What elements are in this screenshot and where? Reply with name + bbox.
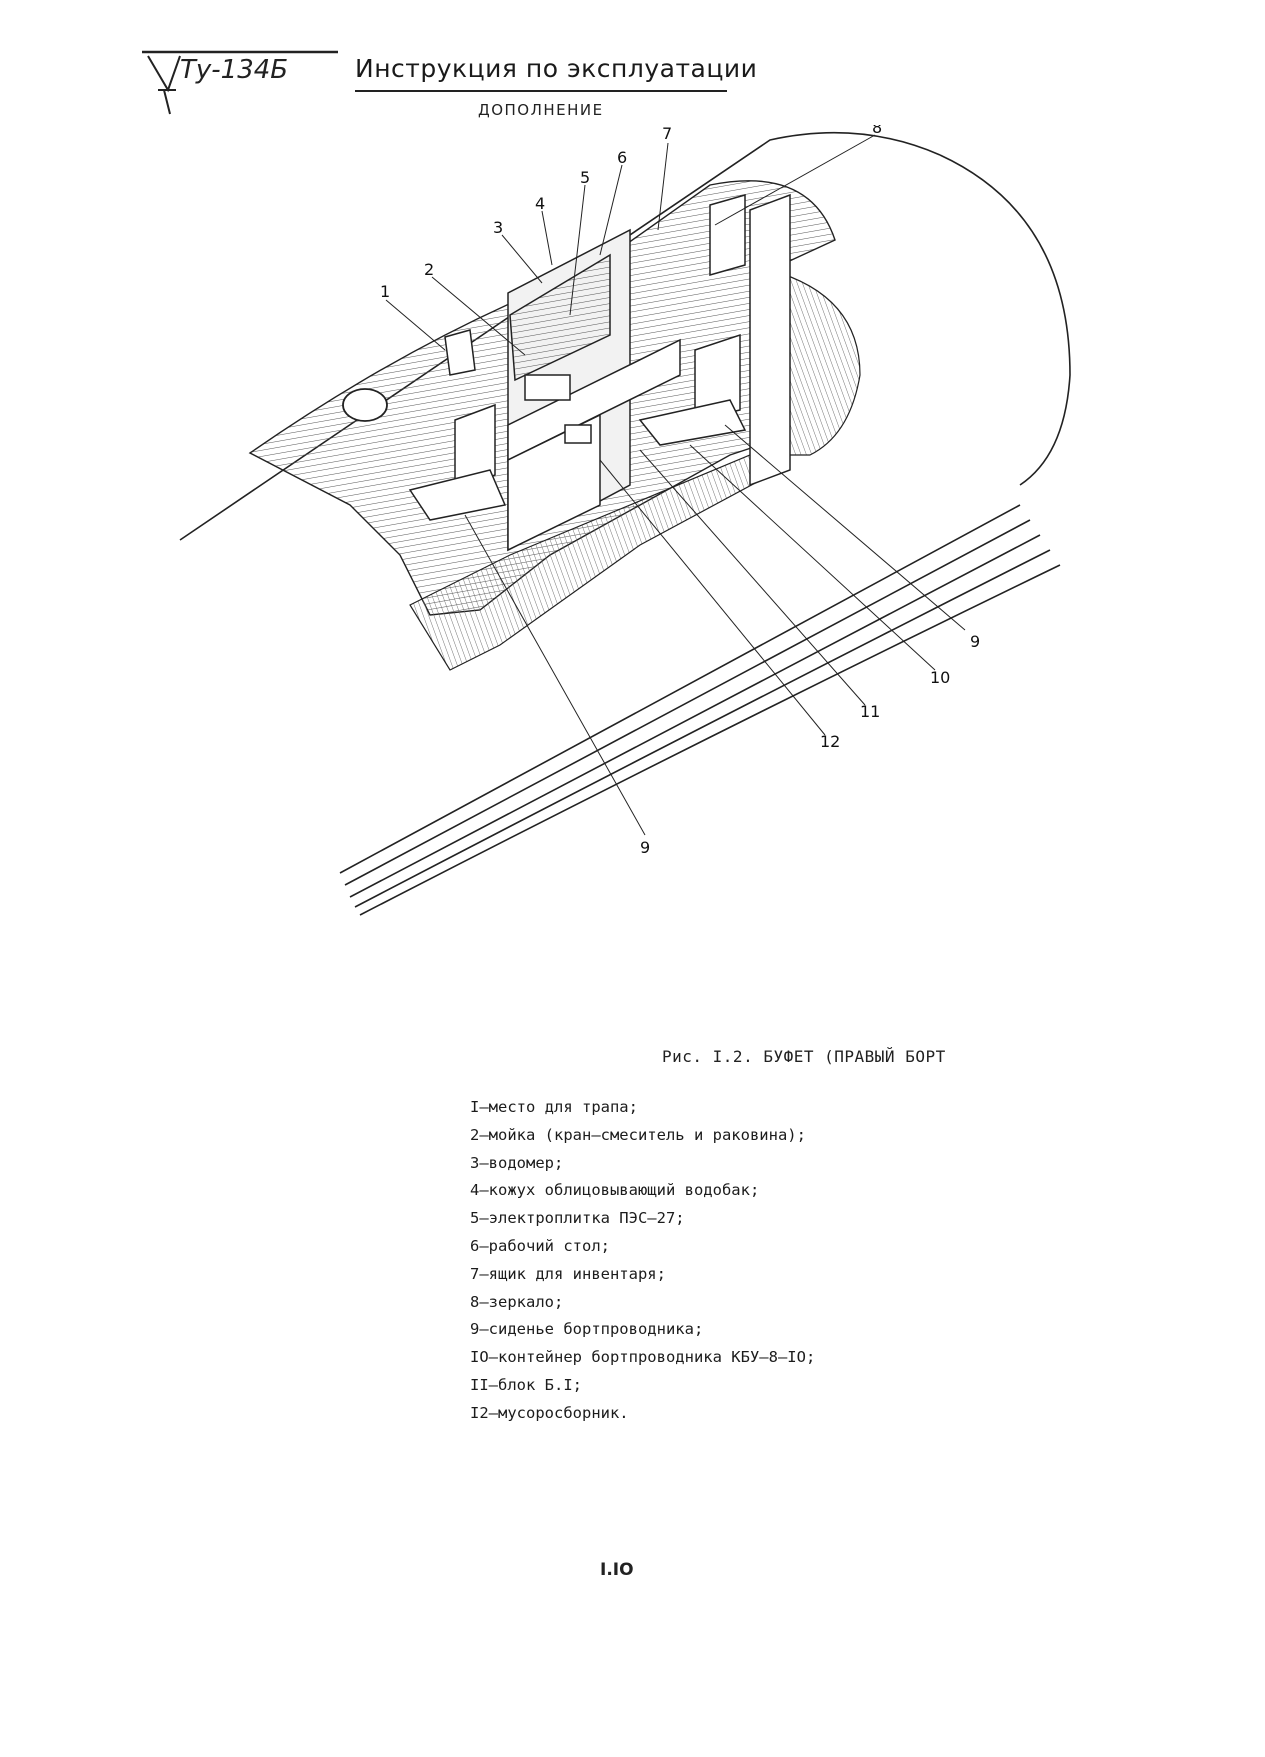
callout-3: 3 [493,218,503,237]
legend-item: 6–рабочий стол; [470,1236,610,1255]
legend-item: 7–ящик для инвентаря; [470,1264,666,1283]
callout-5: 5 [580,168,590,187]
galley-unit [408,193,791,552]
callout-9-left: 9 [640,838,650,857]
legend-item: I2–мусоросборник. [470,1403,629,1422]
buffet-cutaway-drawing: 1 2 3 4 5 6 7 8 9 10 11 12 9 [170,118,1130,965]
callout-7: 7 [662,125,672,143]
callout-12: 12 [820,732,840,751]
callout-2: 2 [424,260,434,279]
document-title: Инструкция по эксплуатации [355,54,758,83]
logo-text: Ту-134Б [180,55,288,85]
ladder-stowage [444,329,476,376]
figure-legend: I–место для трапа; 2–мойка (кран–смесите… [470,1094,815,1428]
seat-cushion-left [408,469,507,521]
legend-item: 5–электроплитка ПЭС–27; [470,1209,685,1228]
callout-10: 10 [930,668,950,687]
title-underline [355,90,727,92]
page-number: I.IO [600,1560,634,1580]
legend-item: 9–сиденье бортпроводника; [470,1320,704,1339]
callout-8: 8 [872,125,882,137]
legend-item: 4–кожух облицовывающий водобак; [470,1181,760,1200]
leader-lines [385,134,966,836]
legend-item: 3–водомер; [470,1153,564,1172]
figure-caption: Рис. I.2. БУФЕТ (ПРАВЫЙ БОРТ [662,1047,946,1066]
seat-back-left [454,403,496,492]
callout-9-right: 9 [970,632,980,651]
seat-back-right [694,333,741,421]
callout-11: 11 [860,702,880,721]
callout-labels: 1 2 3 4 5 6 7 8 9 10 11 12 9 [380,118,980,857]
porthole-window [342,388,388,422]
seat-cushion-right [638,399,747,446]
legend-item: 2–мойка (кран–смеситель и раковина); [470,1125,806,1144]
callout-1: 1 [380,282,390,301]
callout-6: 6 [617,148,627,167]
document-subtitle: ДОПОЛНЕНИЕ [478,101,604,119]
legend-item: II–блок Б.I; [470,1375,582,1394]
legend-item: 8–зеркало; [470,1292,564,1311]
aircraft-logo: Ту-134Б [140,50,340,120]
legend-item: I–место для трапа; [470,1098,638,1116]
legend-item: IO–контейнер бортпроводника КБУ–8–IO; [470,1348,816,1367]
fuselage-outline [179,131,1071,916]
callout-4: 4 [535,194,545,213]
